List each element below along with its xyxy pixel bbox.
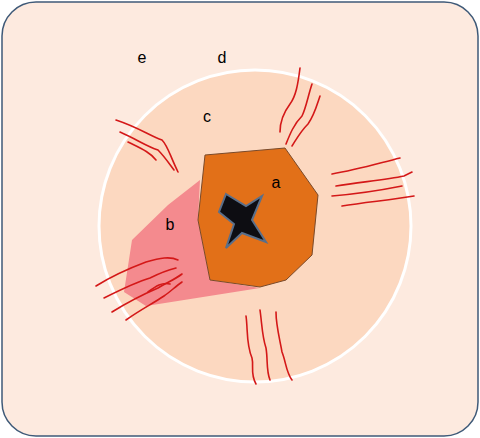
necrotic-center bbox=[219, 194, 266, 248]
region-letter: d bbox=[218, 50, 227, 66]
vessel-lines bbox=[96, 68, 414, 384]
wound-margin-circle bbox=[99, 70, 411, 382]
region-letter: e bbox=[138, 50, 147, 66]
region-letter: a bbox=[272, 175, 281, 191]
orange-wound-bed bbox=[198, 148, 318, 287]
region-letter: c bbox=[203, 109, 211, 125]
region-letter: b bbox=[166, 217, 175, 233]
